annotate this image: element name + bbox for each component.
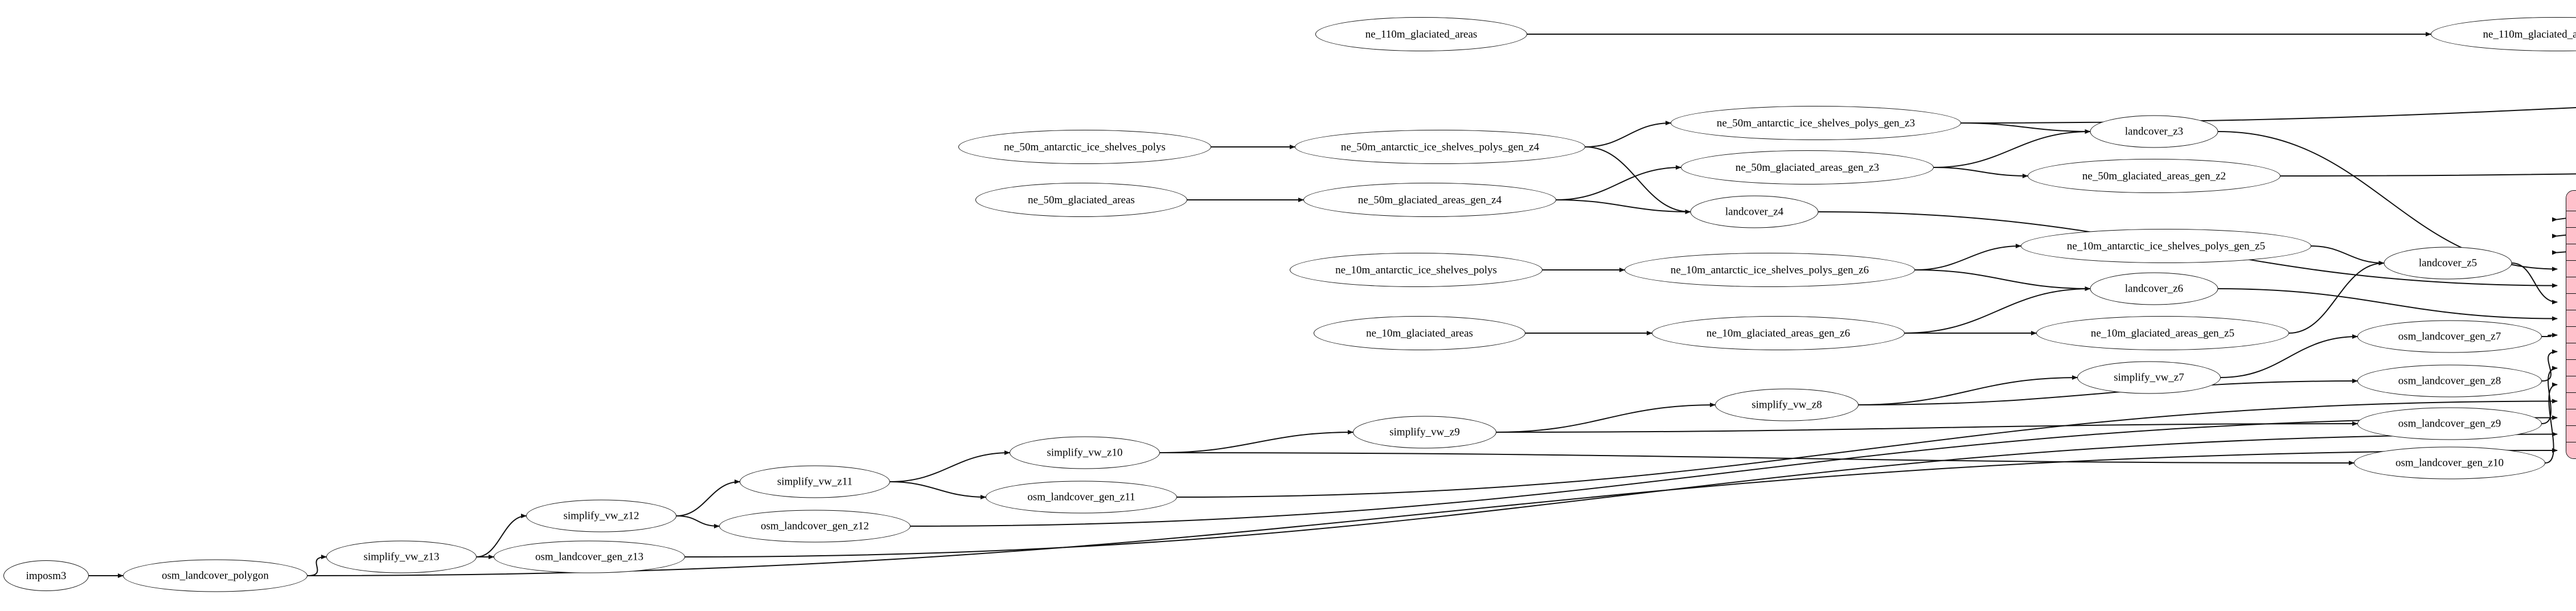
layer-row-z12[interactable]: z12 bbox=[2566, 409, 2576, 426]
graph-node-osm_landcover_gen_z10[interactable]: osm_landcover_gen_z10 bbox=[2354, 446, 2545, 479]
graph-node-simplify_vw_z10[interactable]: simplify_vw_z10 bbox=[1010, 436, 1160, 469]
edge-osm_landcover_gen_z11-to-layer_landcover:z11 bbox=[1176, 399, 2558, 498]
layer-row-z4[interactable]: z4 bbox=[2566, 277, 2576, 294]
graph-node-osm_landcover_gen_z8[interactable]: osm_landcover_gen_z8 bbox=[2357, 364, 2542, 397]
graph-node-ne_50m_antarctic_ice_shelves_polys_gen_z4[interactable]: ne_50m_antarctic_ice_shelves_polys_gen_z… bbox=[1295, 130, 1585, 164]
edge-ne_50m_glaciated_areas_gen_z4-to-ne_50m_glaciated_areas_gen_z3 bbox=[1556, 165, 1681, 200]
graph-node-simplify_vw_z8[interactable]: simplify_vw_z8 bbox=[1715, 388, 1859, 421]
layer-landcover-table[interactable]: layer_landcover z0z1z2z3z4z5z6z7z8z9z10z… bbox=[2566, 190, 2576, 459]
graph-node-landcover_z5[interactable]: landcover_z5 bbox=[2384, 247, 2512, 280]
layer-row-z13[interactable]: z13 bbox=[2566, 426, 2576, 442]
graph-node-ne_50m_antarctic_ice_shelves_polys_gen_z3[interactable]: ne_50m_antarctic_ice_shelves_polys_gen_z… bbox=[1671, 106, 1961, 140]
edge-ne_10m_antarctic_ice_shelves_polys_gen_z5-to-landcover_z5 bbox=[2311, 245, 2385, 265]
graph-node-osm_landcover_gen_z11[interactable]: osm_landcover_gen_z11 bbox=[986, 481, 1177, 514]
edge-ne_50m_glaciated_areas_gen_z4-to-landcover_z4 bbox=[1556, 199, 1691, 214]
graph-node-ne_10m_glaciated_areas[interactable]: ne_10m_glaciated_areas bbox=[1314, 316, 1525, 350]
graph-node-osm_landcover_gen_z7[interactable]: osm_landcover_gen_z7 bbox=[2357, 320, 2542, 353]
graph-node-simplify_vw_z13[interactable]: simplify_vw_z13 bbox=[326, 540, 477, 573]
edge-landcover_z6-to-layer_landcover:z6 bbox=[2218, 288, 2558, 321]
graph-node-imposm3[interactable]: imposm3 bbox=[3, 560, 89, 591]
edge-simplify_vw_z9-to-osm_landcover_gen_z9 bbox=[1496, 421, 2358, 433]
layer-row-z14+[interactable]: z14+ bbox=[2566, 442, 2576, 458]
graph-node-ne_10m_glaciated_areas_gen_z5[interactable]: ne_10m_glaciated_areas_gen_z5 bbox=[2036, 316, 2289, 350]
graph-node-osm_landcover_gen_z9[interactable]: osm_landcover_gen_z9 bbox=[2357, 407, 2542, 440]
edge-simplify_vw_z8-to-simplify_vw_z7 bbox=[1858, 375, 2078, 405]
edge-simplify_vw_z11-to-osm_landcover_gen_z11 bbox=[889, 481, 986, 499]
graph-node-simplify_vw_z7[interactable]: simplify_vw_z7 bbox=[2077, 361, 2221, 394]
layer-row-z9[interactable]: z9 bbox=[2566, 360, 2576, 376]
edge-landcover_z5-to-layer_landcover:z5 bbox=[2512, 263, 2558, 305]
edge-simplify_vw_z11-to-simplify_vw_z10 bbox=[889, 450, 1010, 482]
graph-node-ne_110m_glaciated_areas[interactable]: ne_110m_glaciated_areas bbox=[1315, 17, 1527, 51]
graph-node-ne_50m_glaciated_areas_gen_z2[interactable]: ne_50m_glaciated_areas_gen_z2 bbox=[2028, 159, 2280, 193]
graph-node-ne_10m_antarctic_ice_shelves_polys_gen_z6[interactable]: ne_10m_antarctic_ice_shelves_polys_gen_z… bbox=[1625, 253, 1915, 287]
edge-simplify_vw_z10-to-simplify_vw_z9 bbox=[1159, 430, 1353, 453]
layer-landcover-header: layer_landcover bbox=[2566, 191, 2576, 211]
edge-ne_50m_antarctic_ice_shelves_polys_gen_z4-to-landcover_z4 bbox=[1585, 146, 1691, 214]
edge-ne_50m_antarctic_ice_shelves_polys_gen_z3-to-landcover_z3 bbox=[1960, 122, 2091, 134]
edge-simplify_vw_z13-to-simplify_vw_z12 bbox=[476, 514, 527, 557]
layer-row-z2[interactable]: z2 bbox=[2566, 244, 2576, 261]
graph-node-ne_10m_antarctic_ice_shelves_polys_gen_z5[interactable]: ne_10m_antarctic_ice_shelves_polys_gen_z… bbox=[2021, 229, 2311, 263]
graph-node-ne_10m_glaciated_areas_gen_z6[interactable]: ne_10m_glaciated_areas_gen_z6 bbox=[1652, 316, 1905, 350]
layer-row-z3[interactable]: z3 bbox=[2566, 261, 2576, 277]
edge-osm_landcover_gen_z12-to-layer_landcover:z12 bbox=[910, 415, 2558, 527]
layer-row-z1[interactable]: z1 bbox=[2566, 228, 2576, 244]
edge-simplify_vw_z7-to-osm_landcover_gen_z7 bbox=[2220, 334, 2358, 378]
layer-row-z0[interactable]: z0 bbox=[2566, 211, 2576, 228]
graph-node-ne_50m_glaciated_areas_gen_z4[interactable]: ne_50m_glaciated_areas_gen_z4 bbox=[1303, 183, 1556, 217]
edge-ne_10m_antarctic_ice_shelves_polys_gen_z6-to-ne_10m_antarctic_ice_shelves_polys_gen_z5 bbox=[1914, 244, 2021, 270]
edge-simplify_vw_z12-to-osm_landcover_gen_z12 bbox=[676, 515, 720, 528]
edge-osm_landcover_polygon-to-layer_landcover:z14+ bbox=[307, 448, 2558, 576]
graph-node-osm_landcover_gen_z13[interactable]: osm_landcover_gen_z13 bbox=[494, 540, 685, 573]
layer-row-z10[interactable]: z10 bbox=[2566, 376, 2576, 393]
edge-simplify_vw_z8-to-osm_landcover_gen_z8 bbox=[1858, 379, 2358, 405]
edge-ne_10m_antarctic_ice_shelves_polys_gen_z6-to-landcover_z6 bbox=[1914, 269, 2091, 291]
graph-node-landcover_z3[interactable]: landcover_z3 bbox=[2090, 115, 2218, 148]
graph-node-osm_landcover_polygon[interactable]: osm_landcover_polygon bbox=[123, 559, 307, 592]
edge-ne_50m_glaciated_areas_gen_z3-to-ne_50m_glaciated_areas_gen_z2 bbox=[1933, 167, 2028, 178]
edge-simplify_vw_z9-to-simplify_vw_z8 bbox=[1496, 403, 1716, 433]
graph-node-simplify_vw_z9[interactable]: simplify_vw_z9 bbox=[1353, 416, 1496, 449]
edge-osm_landcover_gen_z7-to-layer_landcover:z7 bbox=[2541, 333, 2558, 338]
layer-row-z6[interactable]: z6 bbox=[2566, 310, 2576, 327]
graph-node-landcover_z6[interactable]: landcover_z6 bbox=[2090, 272, 2218, 305]
graph-node-ne_10m_antarctic_ice_shelves_polys[interactable]: ne_10m_antarctic_ice_shelves_polys bbox=[1290, 253, 1543, 287]
layer-row-z7[interactable]: z7 bbox=[2566, 327, 2576, 343]
graph-node-landcover_z4[interactable]: landcover_z4 bbox=[1690, 195, 1819, 228]
edge-simplify_vw_z12-to-simplify_vw_z11 bbox=[676, 479, 740, 516]
edge-ne_10m_glaciated_areas_gen_z6-to-landcover_z6 bbox=[1904, 286, 2091, 334]
graph-node-ne_50m_antarctic_ice_shelves_polys[interactable]: ne_50m_antarctic_ice_shelves_polys bbox=[958, 130, 1211, 164]
graph-node-ne_50m_glaciated_areas_gen_z3[interactable]: ne_50m_glaciated_areas_gen_z3 bbox=[1681, 150, 1934, 184]
graph-node-ne_50m_glaciated_areas[interactable]: ne_50m_glaciated_areas bbox=[975, 183, 1187, 217]
graph-node-simplify_vw_z11[interactable]: simplify_vw_z11 bbox=[740, 465, 890, 498]
edge-simplify_vw_z10-to-osm_landcover_gen_z10 bbox=[1159, 452, 2355, 465]
edge-osm_landcover_gen_z8-to-layer_landcover:z8 bbox=[2541, 349, 2558, 382]
edge-osm_landcover_gen_z10-to-layer_landcover:z10 bbox=[2545, 382, 2558, 464]
edge-osm_landcover_polygon-to-simplify_vw_z13 bbox=[307, 555, 327, 576]
edge-osm_landcover_gen_z13-to-layer_landcover:z13 bbox=[684, 432, 2558, 557]
edge-ne_50m_antarctic_ice_shelves_polys_gen_z4-to-ne_50m_antarctic_ice_shelves_polys_gen_z3 bbox=[1585, 121, 1671, 147]
graph-node-simplify_vw_z12[interactable]: simplify_vw_z12 bbox=[526, 499, 676, 532]
edge-ne_50m_glaciated_areas_gen_z3-to-landcover_z3 bbox=[1933, 129, 2091, 168]
graph-node-osm_landcover_gen_z12[interactable]: osm_landcover_gen_z12 bbox=[719, 510, 910, 543]
layer-row-z8[interactable]: z8 bbox=[2566, 343, 2576, 360]
edge-ne_50m_glaciated_areas_gen_z2-to-landcover_z2 bbox=[2280, 173, 2576, 177]
layer-row-z5[interactable]: z5 bbox=[2566, 294, 2576, 310]
edge-ne_10m_glaciated_areas_gen_z5-to-landcover_z5 bbox=[2288, 261, 2385, 334]
layer-row-z11[interactable]: z11 bbox=[2566, 393, 2576, 409]
edge-ne_50m_antarctic_ice_shelves_polys_gen_z3-to-ne_50m_antarctic_ice_shelves_polys_gen_z2 bbox=[1960, 106, 2576, 124]
